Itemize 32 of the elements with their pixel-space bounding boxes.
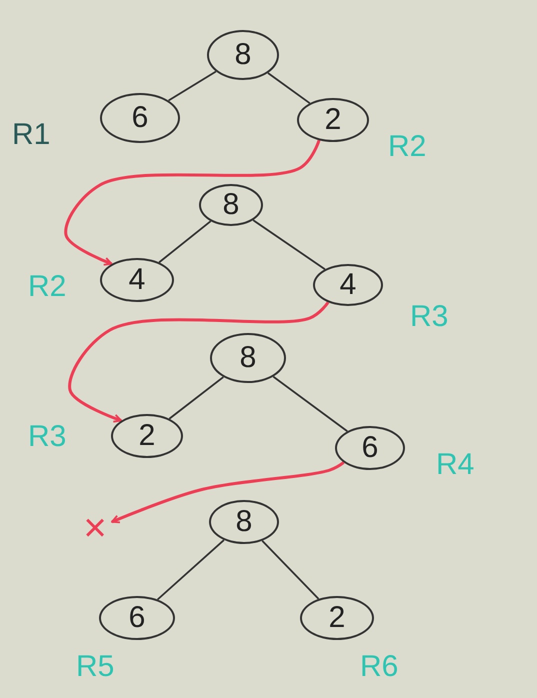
tree-edge: [272, 376, 348, 432]
number-circle: 8: [199, 184, 263, 226]
number-circle: 8: [207, 30, 279, 80]
number-circle: 8: [209, 500, 279, 544]
number-circle: 2: [297, 98, 369, 142]
tree-edge: [168, 70, 216, 102]
curved-arrow: [64, 140, 320, 266]
region-label: R2: [28, 270, 66, 304]
curved-arrow: [111, 461, 345, 524]
region-label: R2: [388, 130, 426, 164]
region-label: R3: [410, 300, 448, 334]
tree-edge: [168, 376, 224, 420]
region-label: R1: [12, 118, 50, 152]
region-label: R3: [28, 420, 66, 454]
tree-edge: [252, 219, 326, 270]
number-circle: 8: [210, 333, 286, 383]
number-circle: 4: [100, 258, 174, 302]
number-circle: 6: [100, 93, 180, 143]
region-label: R6: [360, 650, 398, 684]
tree-edge: [267, 72, 310, 104]
tree-edge: [262, 540, 320, 600]
region-label: R4: [436, 448, 474, 482]
number-circle: 6: [335, 426, 405, 470]
curved-arrow: [68, 301, 330, 423]
cross-mark: ×: [77, 510, 113, 546]
region-label: R5: [76, 650, 114, 684]
tree-edge: [157, 539, 225, 600]
number-circle: 2: [300, 596, 374, 640]
number-circle: 2: [111, 414, 183, 458]
tree-edge: [158, 220, 212, 264]
number-circle: 4: [313, 264, 383, 306]
number-circle: 6: [99, 596, 175, 640]
